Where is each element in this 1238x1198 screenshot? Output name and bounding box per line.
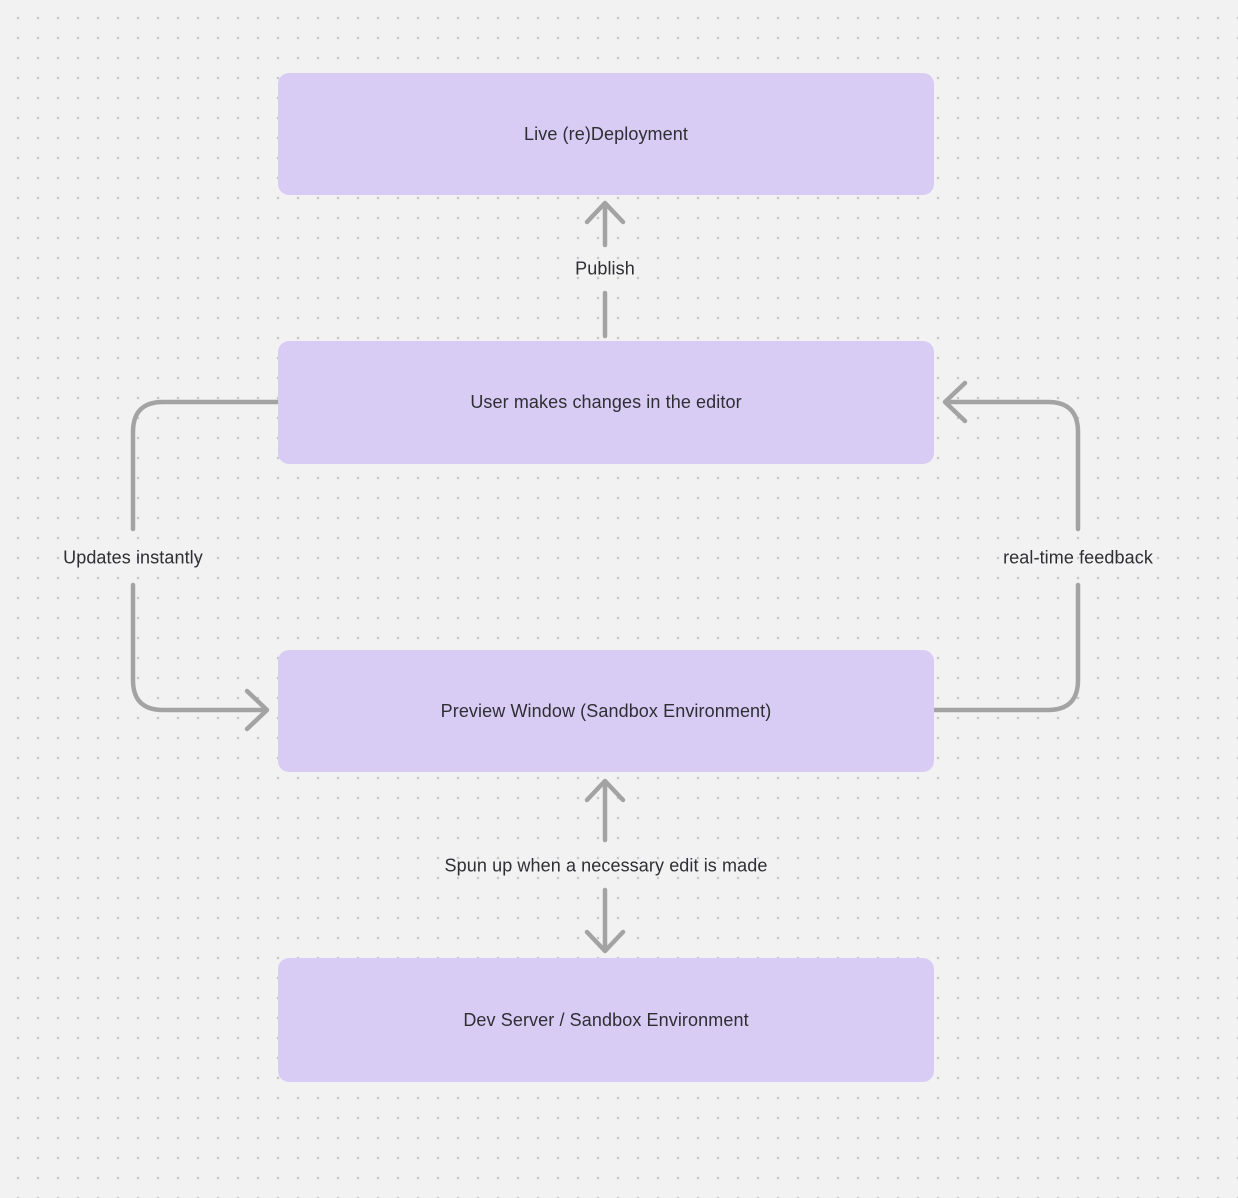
edge-sandbox-up-arrow [584, 778, 626, 843]
node-dev-server: Dev Server / Sandbox Environment [278, 958, 934, 1082]
edge-label-spun-up: Spun up when a necessary edit is made [444, 855, 768, 876]
edge-realtime-feedback-arrow [931, 380, 1081, 713]
node-live-deployment: Live (re)Deployment [278, 73, 934, 195]
edge-sandbox-down-arrow [584, 887, 626, 954]
node-user-editor: User makes changes in the editor [278, 341, 934, 464]
node-user-editor-label: User makes changes in the editor [470, 392, 742, 412]
node-preview-window: Preview Window (Sandbox Environment) [278, 650, 934, 772]
edge-label-publish: Publish [575, 258, 635, 279]
node-live-deployment-label: Live (re)Deployment [524, 123, 688, 144]
node-dev-server-label: Dev Server / Sandbox Environment [463, 1009, 749, 1030]
edge-label-updates-instantly: Updates instantly [63, 547, 203, 568]
node-preview-window-label: Preview Window (Sandbox Environment) [440, 700, 772, 721]
edge-label-realtime-feedback: real-time feedback [1003, 547, 1153, 568]
